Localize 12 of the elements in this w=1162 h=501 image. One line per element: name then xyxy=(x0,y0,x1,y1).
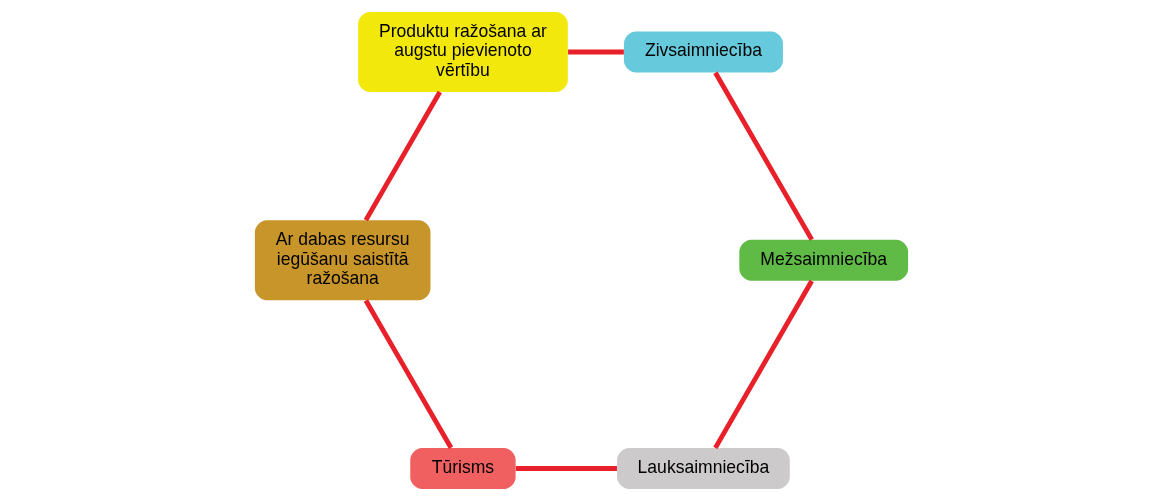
connector xyxy=(712,71,814,241)
connector xyxy=(712,279,814,450)
node-box: Zivsaimniecība xyxy=(623,31,783,73)
node-box: Tūrisms xyxy=(409,448,516,490)
node-box: Produktu ražošana ar augstu pievienoto vērtību xyxy=(357,11,568,92)
connector xyxy=(567,49,624,55)
connector xyxy=(515,466,617,471)
connector xyxy=(363,90,442,222)
connector xyxy=(363,299,453,450)
node-box: Ar dabas resursu iegūšanu saistītā ražošana xyxy=(254,220,430,301)
node-box: Lauksaimniecība xyxy=(616,448,790,490)
node-box: Mežsaimniecība xyxy=(738,239,908,281)
